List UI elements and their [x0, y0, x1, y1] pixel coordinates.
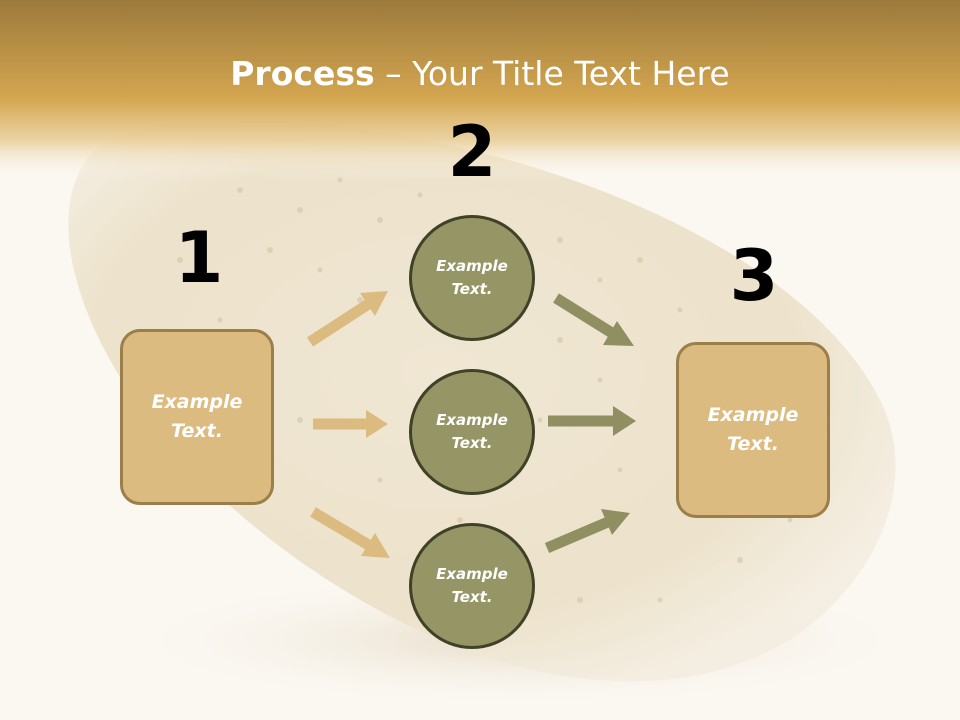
arrows-in [307, 291, 390, 558]
shell-pores [177, 177, 823, 603]
node-2-label-line-2: Text. [451, 434, 493, 452]
arrow-out-middle-head [613, 406, 636, 436]
step-3-label-line-2: Text. [727, 433, 779, 455]
arrows-out [544, 293, 636, 554]
step-2-number: 2 [447, 111, 497, 193]
arrow-in-bottom [310, 507, 375, 552]
slide-title: Process – Your Title Text Here [0, 52, 960, 96]
step-1-label-line-1: Example [151, 391, 243, 413]
arrow-in-bottom-head [361, 533, 390, 558]
arrow-in-top [307, 298, 373, 347]
step-1-number: 1 [174, 217, 224, 299]
title-bold: Process [230, 54, 375, 93]
step-1-label-line-2: Text. [171, 420, 223, 442]
node-1-label-line-1: Example [436, 257, 508, 275]
step-2-node-3: Example Text. [409, 523, 535, 649]
title-rest: – Your Title Text Here [374, 54, 730, 93]
arrow-in-top-head [360, 291, 388, 316]
step-3-box: Example Text. [676, 342, 830, 518]
node-3-label-line-1: Example [436, 565, 508, 583]
arrow-out-top [553, 293, 615, 338]
step-3-label-line-1: Example [707, 404, 799, 426]
arrow-out-bottom-head [601, 509, 630, 535]
arrow-in-middle-head [366, 410, 388, 438]
header-band [0, 0, 960, 180]
node-3-label-line-2: Text. [451, 588, 493, 606]
arrow-out-top-head [603, 321, 634, 346]
step-2-node-1: Example Text. [409, 215, 535, 341]
node-1-label-line-2: Text. [451, 280, 493, 298]
node-2-label-line-1: Example [436, 411, 508, 429]
step-3-number: 3 [729, 235, 779, 317]
arrow-out-bottom [544, 516, 611, 554]
step-1-box: Example Text. [120, 329, 274, 505]
step-2-node-2: Example Text. [409, 369, 535, 495]
